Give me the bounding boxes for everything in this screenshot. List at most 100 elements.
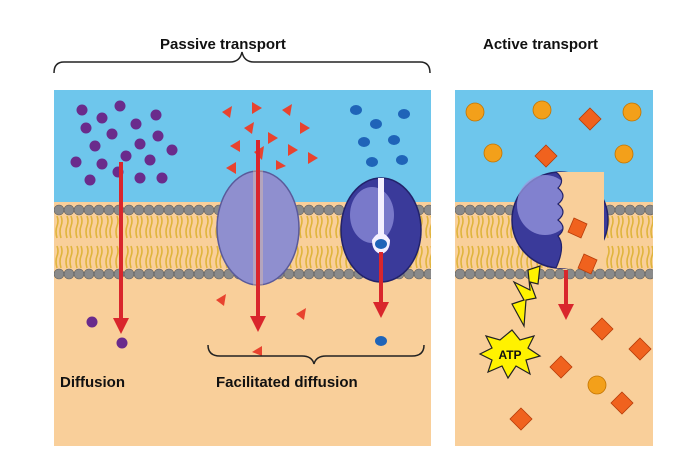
lipid-head: [153, 204, 165, 216]
lipid-head: [423, 204, 431, 216]
active-transport-arrow: [558, 270, 574, 320]
lipid-head: [203, 204, 215, 216]
lipid-tail: [109, 215, 113, 239]
active-transport-title: Active transport: [483, 36, 599, 53]
lipid-head: [143, 268, 155, 280]
lipid-head: [173, 204, 185, 216]
lipid-tail: [95, 215, 99, 239]
lipid-head: [73, 268, 85, 280]
diffusion-label: Diffusion: [60, 374, 125, 391]
lipid-head: [323, 268, 335, 280]
lipid-head: [54, 204, 65, 216]
pumped-solute-circles: [465, 100, 642, 395]
lipid-tail: [179, 245, 183, 269]
lipid-tail: [105, 215, 109, 239]
lipid-tail: [425, 245, 429, 269]
carrier-solute-molecules: [350, 105, 410, 346]
lipid-head: [103, 204, 115, 216]
lipid-tail: [115, 245, 119, 269]
pumped-solute-diamonds: [509, 107, 652, 431]
lipid-tail: [209, 245, 213, 269]
lipid-tail: [65, 245, 69, 269]
lipid-tail: [109, 245, 113, 269]
lipid-tail: [650, 215, 653, 239]
lipid-tail: [626, 245, 630, 269]
lipid-tail: [640, 215, 644, 239]
lipid-tail: [610, 215, 614, 239]
lipid-head: [303, 268, 315, 280]
lipid-head: [163, 268, 175, 280]
lipid-tail: [610, 245, 614, 269]
lipid-tail: [205, 215, 209, 239]
lipid-head: [514, 268, 526, 280]
lipid-tail: [135, 215, 139, 239]
lipid-tail: [456, 215, 460, 239]
lipid-head: [133, 268, 145, 280]
lipid-tail: [335, 245, 339, 269]
lipid-tail: [429, 246, 431, 269]
lipid-tail: [79, 215, 83, 239]
lipid-tail: [429, 216, 431, 239]
lipid-head: [604, 268, 616, 280]
lipid-tail: [616, 215, 620, 239]
lipid-tail: [620, 245, 624, 269]
lipid-tail: [145, 215, 149, 239]
lipid-head: [163, 204, 175, 216]
lipid-head: [624, 204, 636, 216]
lipid-tail: [189, 215, 193, 239]
facilitated-diffusion-label: Facilitated diffusion: [216, 374, 358, 391]
lipid-head: [474, 204, 486, 216]
lipid-head: [93, 268, 105, 280]
lipid-tail: [125, 215, 129, 239]
lipid-head: [183, 204, 195, 216]
lipid-tail: [149, 245, 153, 269]
pump-protein: [511, 171, 609, 269]
lipid-tail: [195, 215, 199, 239]
lipid-head: [494, 204, 506, 216]
lipid-tail: [69, 215, 73, 239]
lipid-tail: [165, 215, 169, 239]
lipid-head: [634, 204, 646, 216]
lipid-tail: [425, 215, 429, 239]
lipid-tail: [205, 245, 209, 269]
lipid-tail: [85, 215, 89, 239]
lipid-tail: [299, 215, 303, 239]
lipid-head: [634, 268, 646, 280]
lipid-tail: [466, 215, 470, 239]
lipid-tail: [105, 245, 109, 269]
lipid-tail: [480, 215, 484, 239]
lipid-tail: [486, 215, 490, 239]
lipid-head: [213, 268, 225, 280]
lipid-tail: [179, 215, 183, 239]
lipid-tail: [129, 215, 133, 239]
lipid-tail: [75, 245, 79, 269]
lipid-head: [303, 204, 315, 216]
lipid-tail: [309, 215, 313, 239]
lipid-tail: [199, 215, 203, 239]
lipid-tail: [165, 245, 169, 269]
lipid-tail: [500, 245, 504, 269]
atp-label: ATP: [498, 348, 521, 362]
lipid-tail: [620, 215, 624, 239]
lipid-head: [63, 204, 75, 216]
lipid-tail: [616, 245, 620, 269]
lipid-tail: [75, 215, 79, 239]
lipid-head: [484, 268, 496, 280]
lipid-tail: [309, 245, 313, 269]
lipid-tail: [69, 245, 73, 269]
lipid-tail: [315, 245, 319, 269]
lipid-tail: [199, 245, 203, 269]
lipid-head: [464, 268, 476, 280]
lipid-head: [455, 268, 466, 280]
lipid-tail: [215, 245, 219, 269]
lipid-head: [293, 268, 305, 280]
carrier-arrow: [373, 252, 389, 318]
lipid-tail: [510, 245, 514, 269]
lipid-tail: [175, 245, 179, 269]
lipid-tail: [335, 215, 339, 239]
lipid-tail: [630, 245, 634, 269]
lipid-head: [455, 204, 466, 216]
lipid-head: [93, 204, 105, 216]
lipid-tail: [155, 215, 159, 239]
lipid-tail: [329, 245, 333, 269]
